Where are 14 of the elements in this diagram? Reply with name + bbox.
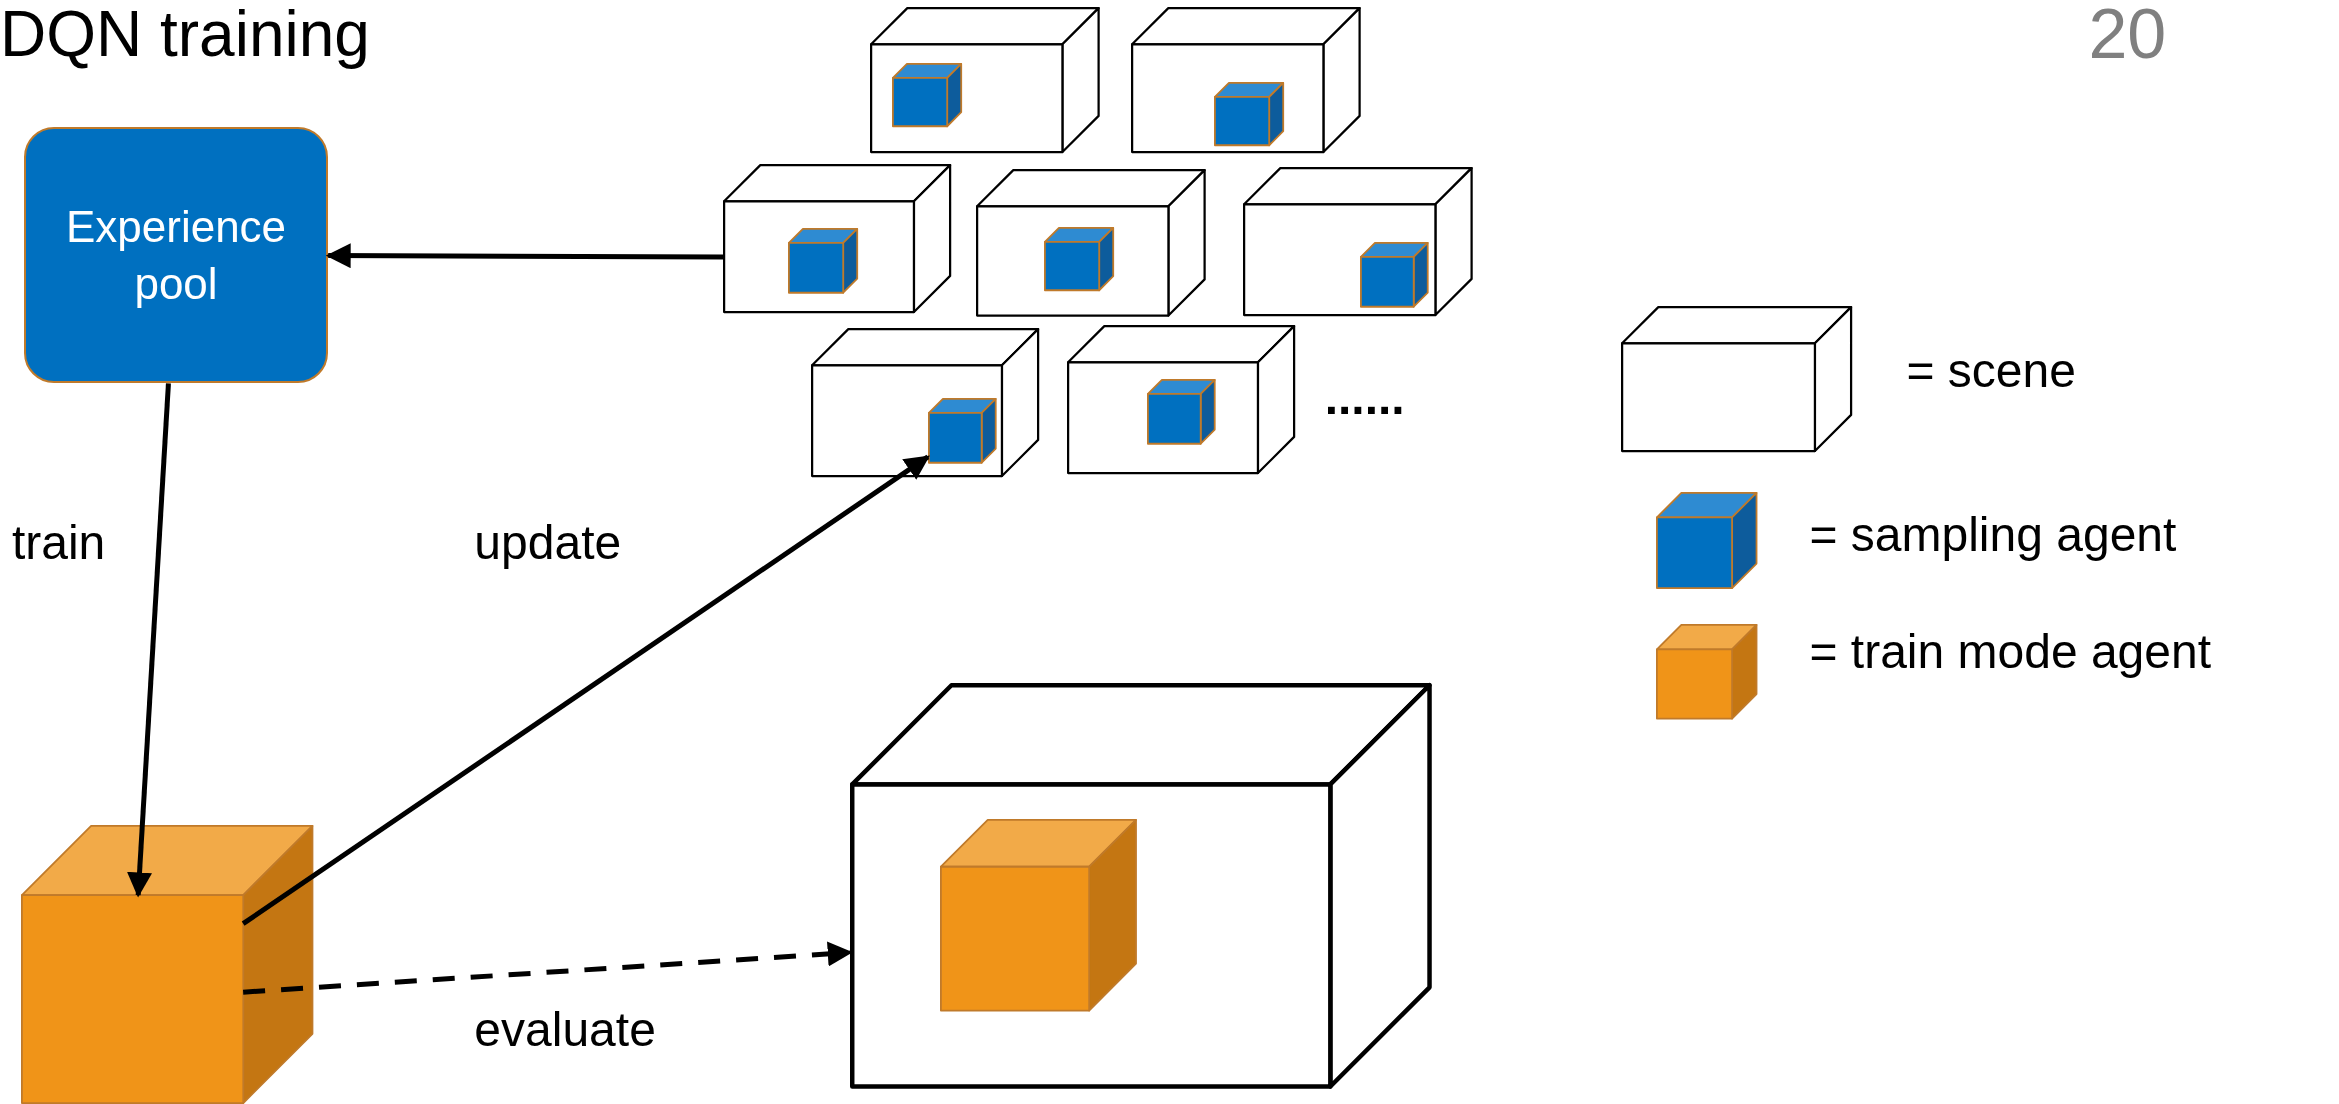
legend-label: = sampling agent <box>1809 507 2177 563</box>
edge-label: train <box>11 514 106 570</box>
page-number: 20 <box>2088 0 2167 75</box>
arrow <box>241 454 930 926</box>
edge-label: update <box>474 514 622 570</box>
arrow <box>127 383 171 898</box>
dashed-arrow <box>243 941 853 995</box>
arrow <box>325 243 724 269</box>
legend-label: = scene <box>1906 343 2076 399</box>
legend-label: = train mode agent <box>1809 623 2212 679</box>
edge-label: evaluate <box>474 1002 656 1058</box>
slide-title: DQN training <box>0 0 370 72</box>
ellipsis: ...... <box>1324 369 1405 425</box>
process-box: Experience pool <box>23 126 329 384</box>
